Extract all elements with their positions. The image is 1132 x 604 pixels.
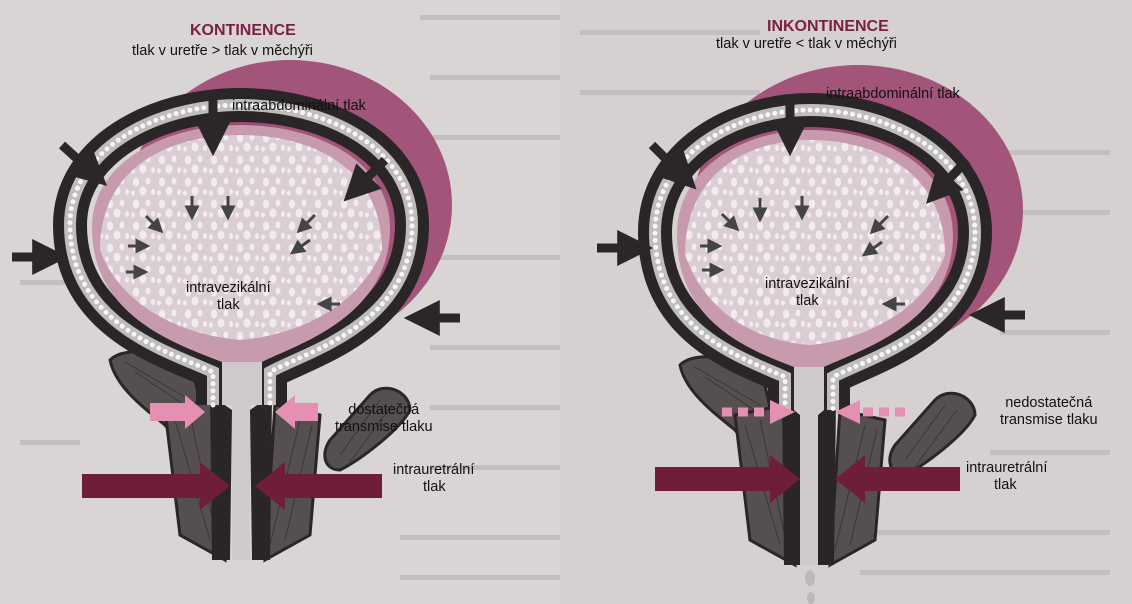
left-urethra-lumen xyxy=(232,405,250,560)
left-intraabdominal-label: intraabdominální tlak xyxy=(232,98,366,115)
left-transmission-label: dostatečná transmise tlaku xyxy=(335,402,433,436)
right-intravesical-label: intravezikální tlak xyxy=(765,276,850,310)
right-title: INKONTINENCE xyxy=(767,18,889,36)
left-intraurethral-label: intrauretrální tlak xyxy=(393,462,474,496)
right-intraurethral-label: intrauretrální tlak xyxy=(966,460,1047,494)
right-transmission-label: nedostatečná transmise tlaku xyxy=(1000,395,1098,429)
left-title: KONTINENCE xyxy=(190,22,296,40)
left-intravesical-label: intravezikální tlak xyxy=(186,280,271,314)
right-intraabdominal-label: intraabdominální tlak xyxy=(826,86,960,103)
left-subtitle: tlak v uretře > tlak v měchýři xyxy=(132,43,313,60)
right-urethra-lumen xyxy=(800,410,818,565)
right-subtitle: tlak v uretře < tlak v měchýři xyxy=(716,36,897,53)
right-urine-drop xyxy=(805,570,815,586)
